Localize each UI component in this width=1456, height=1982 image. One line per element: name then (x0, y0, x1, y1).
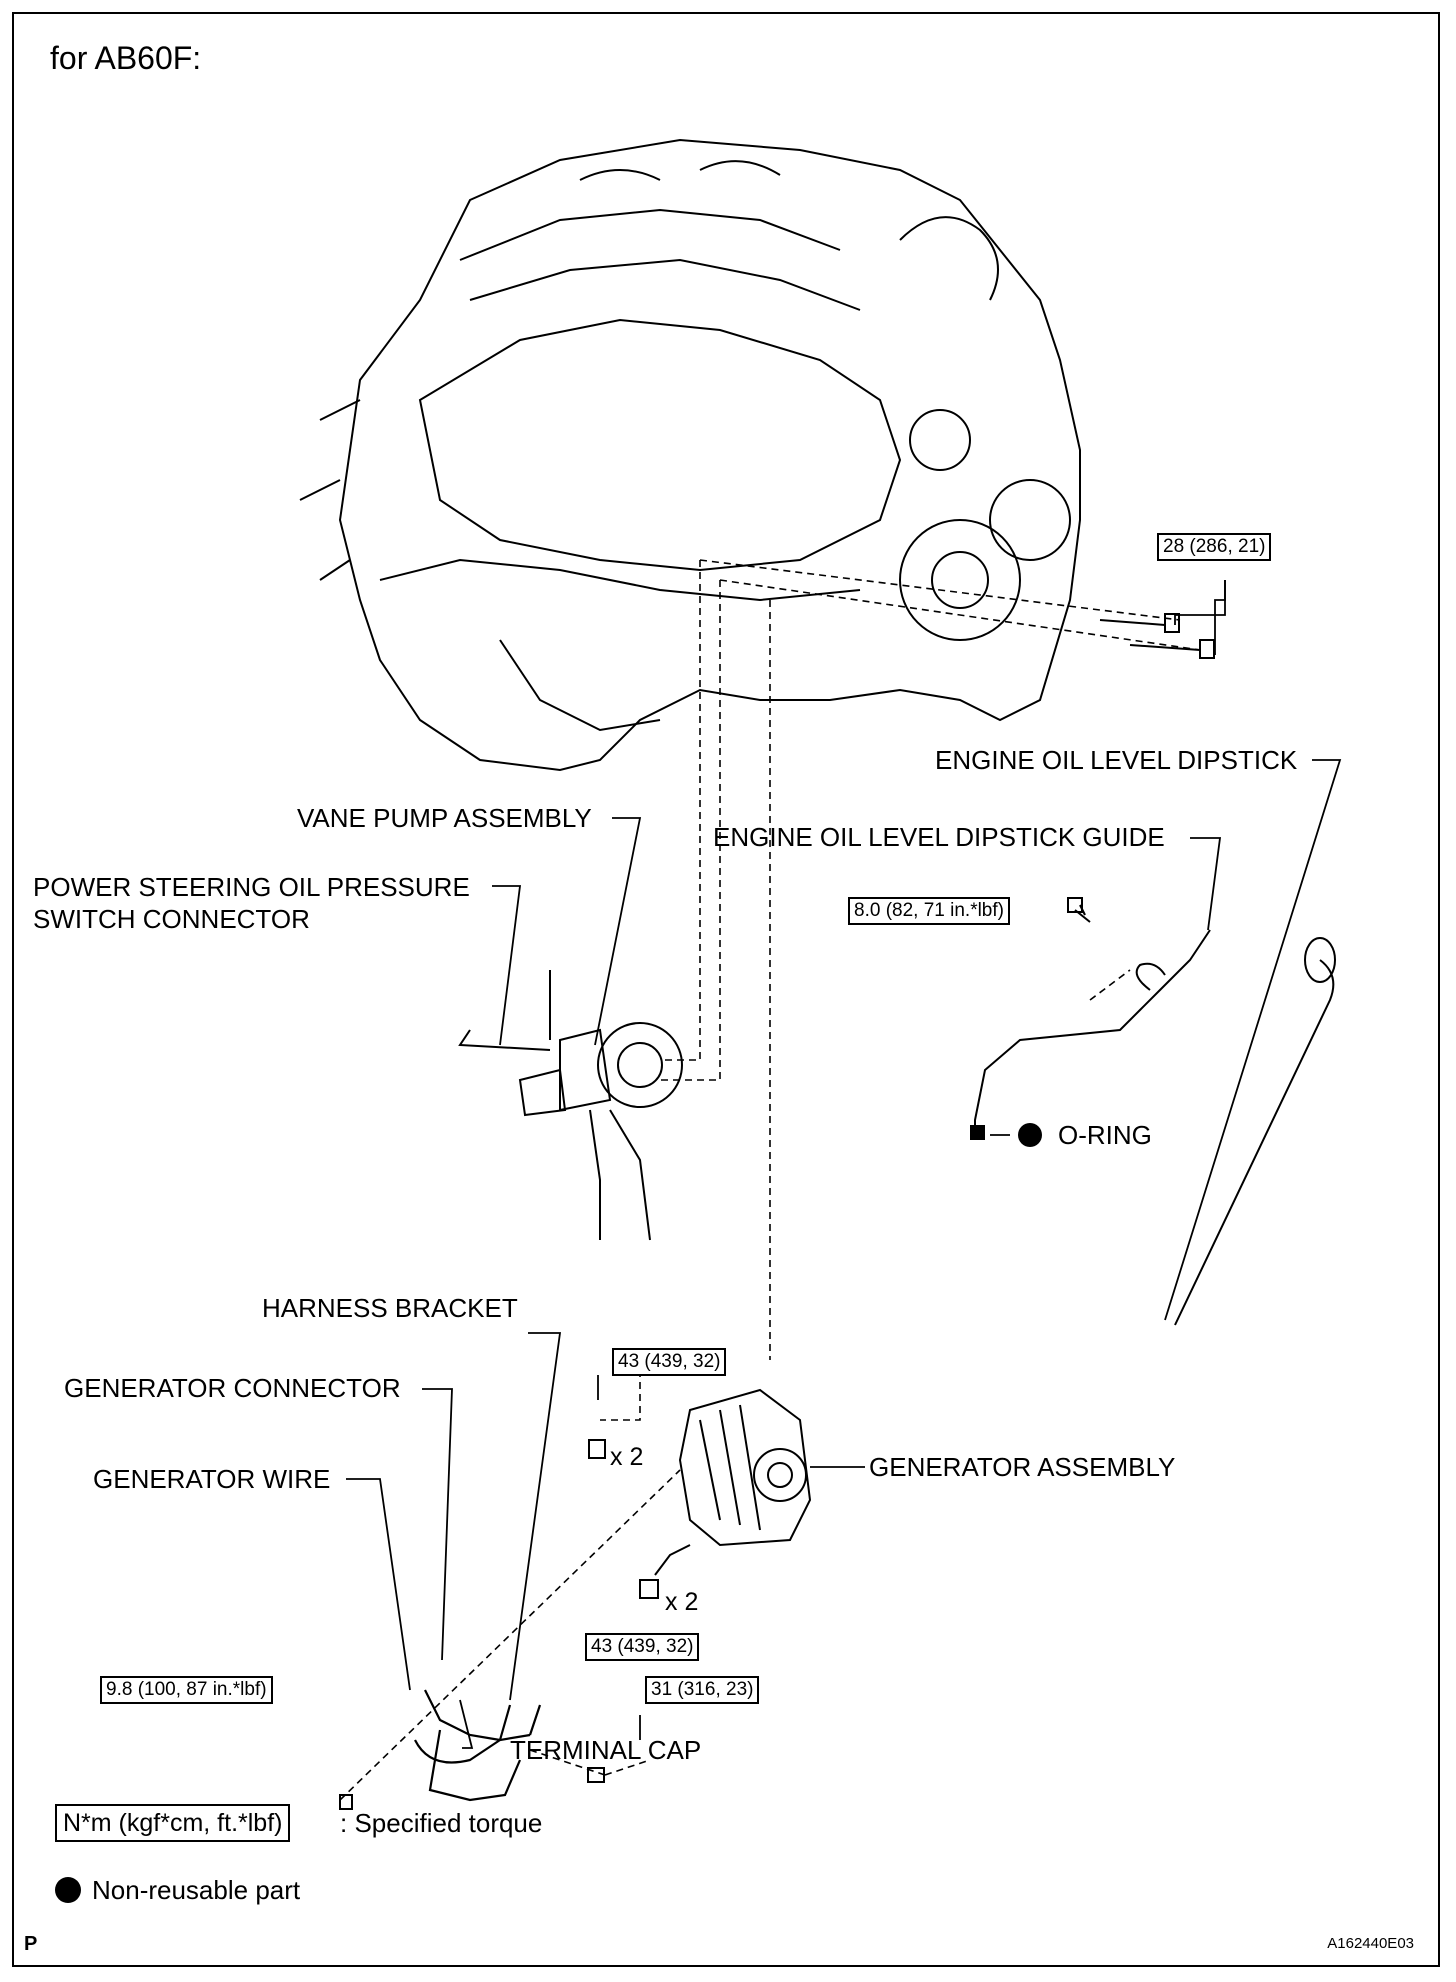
torque-gen-nut: 43 (439, 32) (612, 1348, 727, 1376)
qty-gen-bolt: x 2 (665, 1588, 699, 1616)
label-generator-wire: GENERATOR WIRE (93, 1464, 331, 1494)
label-terminal-cap: TERMINAL CAP (510, 1735, 702, 1765)
label-generator-connector: GENERATOR CONNECTOR (64, 1373, 401, 1403)
page-marker: P (24, 1933, 38, 1955)
label-harness-bracket: HARNESS BRACKET (262, 1293, 518, 1323)
label-dipstick-guide: ENGINE OIL LEVEL DIPSTICK GUIDE (713, 822, 1165, 852)
generator-drawing (678, 1388, 812, 1547)
label-o-ring: O-RING (1058, 1120, 1152, 1150)
legend-nonreusable-text: Non-reusable part (92, 1875, 301, 1905)
label-ps-switch-line1: POWER STEERING OIL PRESSURE (33, 872, 470, 902)
label-generator-assembly: GENERATOR ASSEMBLY (869, 1452, 1176, 1482)
torque-bracket-bolt: 31 (316, 23) (645, 1676, 760, 1704)
legend-dot (55, 1877, 81, 1903)
diagram-frame (12, 12, 1440, 1967)
label-dipstick: ENGINE OIL LEVEL DIPSTICK (935, 745, 1298, 775)
harness-drawing (414, 1689, 542, 1802)
qty-gen-nut: x 2 (610, 1443, 644, 1471)
engine-drawing (299, 138, 1081, 772)
page-title: for AB60F: (50, 40, 202, 76)
vane-pump-drawing (458, 970, 683, 1241)
legend-torque-text: : Specified torque (340, 1808, 543, 1838)
torque-wire-nut: 9.8 (100, 87 in.*lbf) (100, 1676, 273, 1704)
dipstick-drawing (1174, 937, 1336, 1326)
torque-gen-bolt: 43 (439, 32) (585, 1633, 700, 1661)
dipstick-guide-drawing (974, 904, 1211, 1130)
label-ps-switch-line2: SWITCH CONNECTOR (33, 904, 310, 934)
figure-code: A162440E03 (1327, 1935, 1414, 1952)
torque-guide-bolt: 8.0 (82, 71 in.*lbf) (848, 897, 1010, 925)
legend-torque-box: N*m (kgf*cm, ft.*lbf) (55, 1804, 291, 1842)
label-vane-pump: VANE PUMP ASSEMBLY (297, 803, 592, 833)
torque-pump-bolt: 28 (286, 21) (1157, 533, 1272, 561)
o-ring-dot (1018, 1123, 1042, 1147)
